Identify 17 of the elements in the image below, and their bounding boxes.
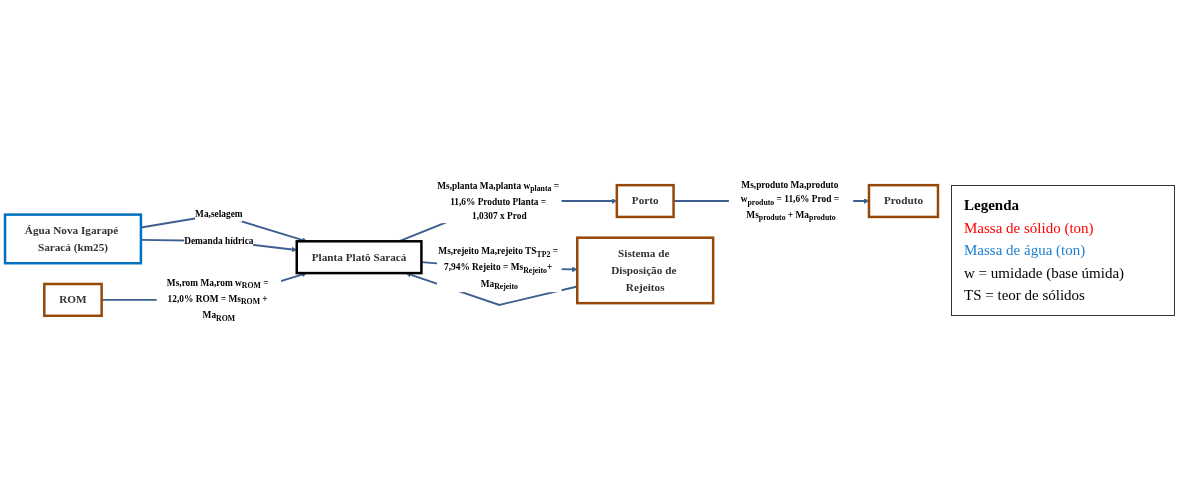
edge-label: Ms,planta Ma,planta w$_{planta}$ = 11,6% Produto Planta = 1,0307 x Prod [437, 180, 560, 221]
node-box: Porto [615, 183, 675, 218]
node-box: Sistema de Disposição de Rejeitos [576, 236, 715, 304]
legend-title: Legenda [964, 196, 1020, 216]
legend-entry: Massa de água (ton) [964, 242, 1086, 259]
edge-label: Ma,selagem [195, 208, 243, 219]
legend-entry: TS = teor de sólidos [964, 287, 1085, 304]
edge-label: Ms,produto Ma,produto w$_{produto}$ = 11,6% Prod = Ms$_{produto}$ + Ma$_{produto}$ [740, 179, 840, 222]
node-box: Produto [867, 183, 940, 218]
legend-entry: w = umidade (base úmida) [964, 264, 1125, 281]
node-box: Planta Platô Saracá [295, 239, 423, 274]
node-box: Água Nova Igarapé Saracá (km25) [3, 212, 143, 264]
node-box: ROM [43, 282, 103, 317]
legend-entry: Massa de sólido (ton) [964, 219, 1094, 236]
edge-label: Demanda hídrica [184, 235, 254, 246]
edge-label: Ms,rejeito Ma,rejeito TS$_{TP2}$ = 7,94% Rejeito = Ms$_{Rejeito}$+ Ma$_{Rejeito}$ [438, 245, 558, 291]
edge-label: Ms,rom Ma,rom w$_{ROM}$ = 12,0% ROM = Ms$_{ROM}$ + Ma$_{ROM}$ [166, 277, 269, 322]
